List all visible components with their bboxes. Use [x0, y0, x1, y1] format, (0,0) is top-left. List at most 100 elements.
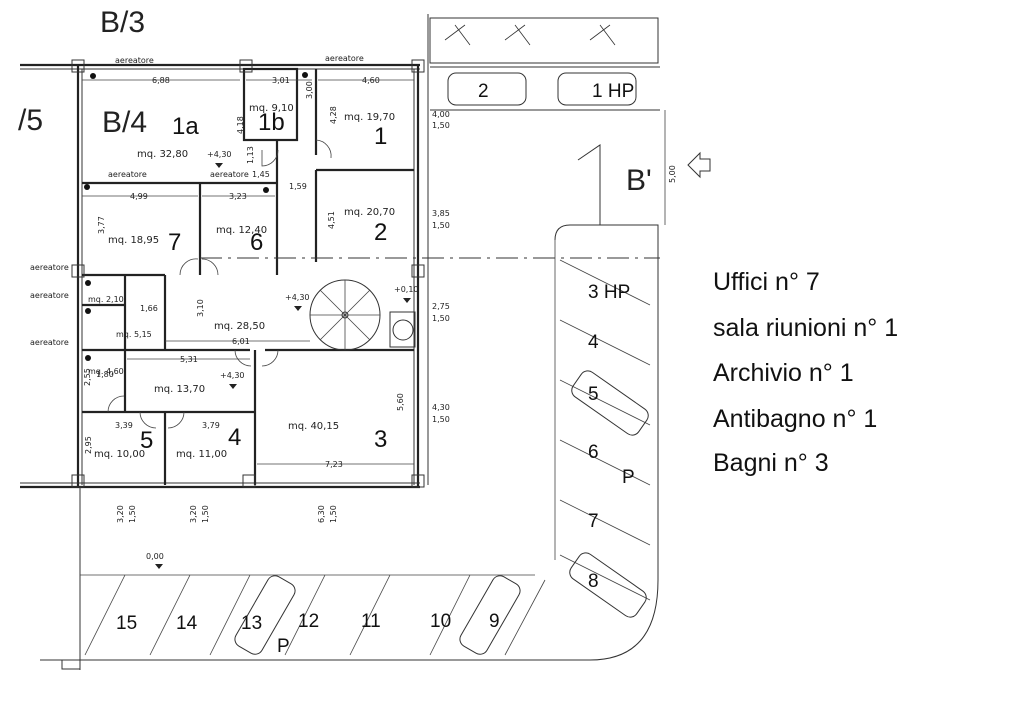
svg-text:P: P — [277, 636, 290, 657]
svg-text:aereatore: aereatore — [30, 338, 69, 347]
legend-item-offices: Uffici n° 7 — [713, 268, 820, 296]
room-number: 5 — [140, 427, 153, 454]
svg-text:mq. 28,50: mq. 28,50 — [214, 321, 265, 332]
svg-text:12: 12 — [298, 611, 319, 632]
svg-text:4,30: 4,30 — [432, 403, 450, 412]
svg-text:aereatore: aereatore — [325, 54, 364, 63]
aeratore-labels: aereatore aereatore aereatore aereatore … — [30, 54, 364, 361]
svg-text:mq. 10,00: mq. 10,00 — [94, 449, 145, 460]
parking-bottom: 15 14 13 12 P 11 10 9 — [61, 574, 546, 670]
svg-text:7: 7 — [588, 511, 599, 532]
svg-text:4,60: 4,60 — [362, 76, 380, 85]
svg-text:6,88: 6,88 — [152, 76, 170, 85]
svg-text:3,10: 3,10 — [196, 299, 205, 317]
svg-text:mq. 20,70: mq. 20,70 — [344, 207, 395, 218]
svg-text:1,45: 1,45 — [252, 170, 270, 179]
svg-text:mq. 5,15: mq. 5,15 — [116, 330, 152, 339]
legend-item-bathrooms: Bagni n° 3 — [713, 449, 829, 477]
svg-text:+0,10: +0,10 — [394, 285, 419, 294]
svg-text:mq. 18,95: mq. 18,95 — [108, 235, 159, 246]
spiral-staircase-icon — [309, 279, 381, 351]
svg-text:mq. 12,40: mq. 12,40 — [216, 225, 267, 236]
room-number: 3 — [374, 426, 387, 453]
svg-text:mq. 19,70: mq. 19,70 — [344, 112, 395, 123]
room-number: 4 — [228, 424, 241, 451]
svg-text:2: 2 — [478, 81, 489, 102]
room-number: 1 — [374, 123, 387, 150]
svg-text:+4,30: +4,30 — [207, 150, 232, 159]
svg-text:5,00: 5,00 — [668, 165, 677, 183]
parking-right: 3 HP 4 5 6 P 7 8 — [40, 224, 659, 661]
svg-text:1,50: 1,50 — [432, 221, 450, 230]
svg-text:mq. 32,80: mq. 32,80 — [137, 149, 188, 160]
svg-text:10: 10 — [430, 611, 451, 632]
dimension-labels: 6,88 3,01 4,60 4,18 3,00 4,28 1,13 1,45 … — [82, 76, 414, 469]
room-number: 1a — [172, 113, 199, 140]
svg-text:4,28: 4,28 — [329, 106, 338, 124]
parking-top: 2 1 HP — [429, 17, 660, 111]
svg-text:6: 6 — [588, 442, 599, 463]
svg-text:mq. 13,70: mq. 13,70 — [154, 384, 205, 395]
svg-text:aereatore: aereatore — [30, 291, 69, 300]
svg-text:1,66: 1,66 — [140, 304, 158, 313]
svg-text:+4,30: +4,30 — [220, 371, 245, 380]
svg-text:15: 15 — [116, 613, 137, 634]
car-icon — [571, 370, 649, 436]
room-areas: mq. 32,80 mq. 9,10 mq. 19,70 mq. 20,70 m… — [88, 103, 395, 460]
car-icon — [447, 72, 527, 106]
svg-text:3,20: 3,20 — [116, 505, 125, 523]
legend-item-archive: Archivio n° 1 — [713, 359, 854, 387]
car-icon — [234, 575, 296, 655]
svg-text:5: 5 — [588, 384, 599, 405]
svg-text:mq. 2,10: mq. 2,10 — [88, 295, 124, 304]
svg-text:1,59: 1,59 — [289, 182, 307, 191]
room-numbers: 1a 1b 1 2 7 6 5 4 3 — [140, 109, 387, 454]
svg-text:8: 8 — [588, 571, 599, 592]
svg-text:P: P — [622, 467, 635, 488]
svg-text:1 HP: 1 HP — [592, 81, 634, 102]
svg-text:aereatore: aereatore — [108, 170, 147, 179]
svg-text:aereatore: aereatore — [210, 170, 249, 179]
car-icon — [569, 552, 647, 618]
svg-text:+4,30: +4,30 — [285, 293, 310, 302]
legend-item-meeting-room: sala riunioni n° 1 — [713, 314, 899, 342]
room-number: 2 — [374, 219, 387, 246]
svg-text:11: 11 — [361, 611, 381, 632]
svg-text:3,00: 3,00 — [305, 81, 314, 99]
car-icon — [557, 72, 637, 106]
room-number: 1b — [258, 109, 285, 136]
svg-text:5,31: 5,31 — [180, 355, 198, 364]
svg-text:2,55: 2,55 — [83, 368, 92, 386]
svg-text:7,23: 7,23 — [325, 460, 343, 469]
svg-text:2,75: 2,75 — [432, 302, 450, 311]
level-markers: +4,30 +4,30 +0,10 +4,30 0,00 — [146, 150, 419, 569]
svg-text:1,80: 1,80 — [96, 370, 114, 379]
svg-text:1,50: 1,50 — [128, 505, 137, 523]
block-label-main: B/4 — [102, 106, 147, 139]
svg-text:3,77: 3,77 — [97, 216, 106, 234]
svg-text:1,50: 1,50 — [432, 415, 450, 424]
side-dimensions: 4,00 1,50 3,85 1,50 2,75 1,50 4,30 1,50 3,20… — [116, 110, 711, 523]
svg-text:3 HP: 3 HP — [588, 282, 630, 303]
svg-text:6,01: 6,01 — [232, 337, 250, 346]
svg-text:3,39: 3,39 — [115, 421, 133, 430]
svg-text:mq. 11,00: mq. 11,00 — [176, 449, 227, 460]
svg-text:4,99: 4,99 — [130, 192, 148, 201]
svg-text:14: 14 — [176, 613, 198, 634]
svg-text:3,20: 3,20 — [189, 505, 198, 523]
svg-text:mq. 40,15: mq. 40,15 — [288, 421, 339, 432]
svg-text:4,18: 4,18 — [236, 116, 245, 134]
svg-text:1,50: 1,50 — [432, 314, 450, 323]
svg-text:mq. 4,60: mq. 4,60 — [88, 367, 124, 376]
svg-text:3,85: 3,85 — [432, 209, 450, 218]
svg-text:4,00: 4,00 — [432, 110, 450, 119]
svg-text:4,51: 4,51 — [327, 211, 336, 229]
svg-text:9: 9 — [489, 611, 500, 632]
svg-text:mq. 9,10: mq. 9,10 — [249, 103, 294, 114]
car-icon — [459, 575, 521, 655]
section-label: B' — [626, 164, 652, 197]
svg-text:5,60: 5,60 — [396, 393, 405, 411]
arrow-left-icon — [687, 151, 711, 179]
room-number: 7 — [168, 229, 181, 256]
svg-text:2,95: 2,95 — [84, 436, 93, 454]
